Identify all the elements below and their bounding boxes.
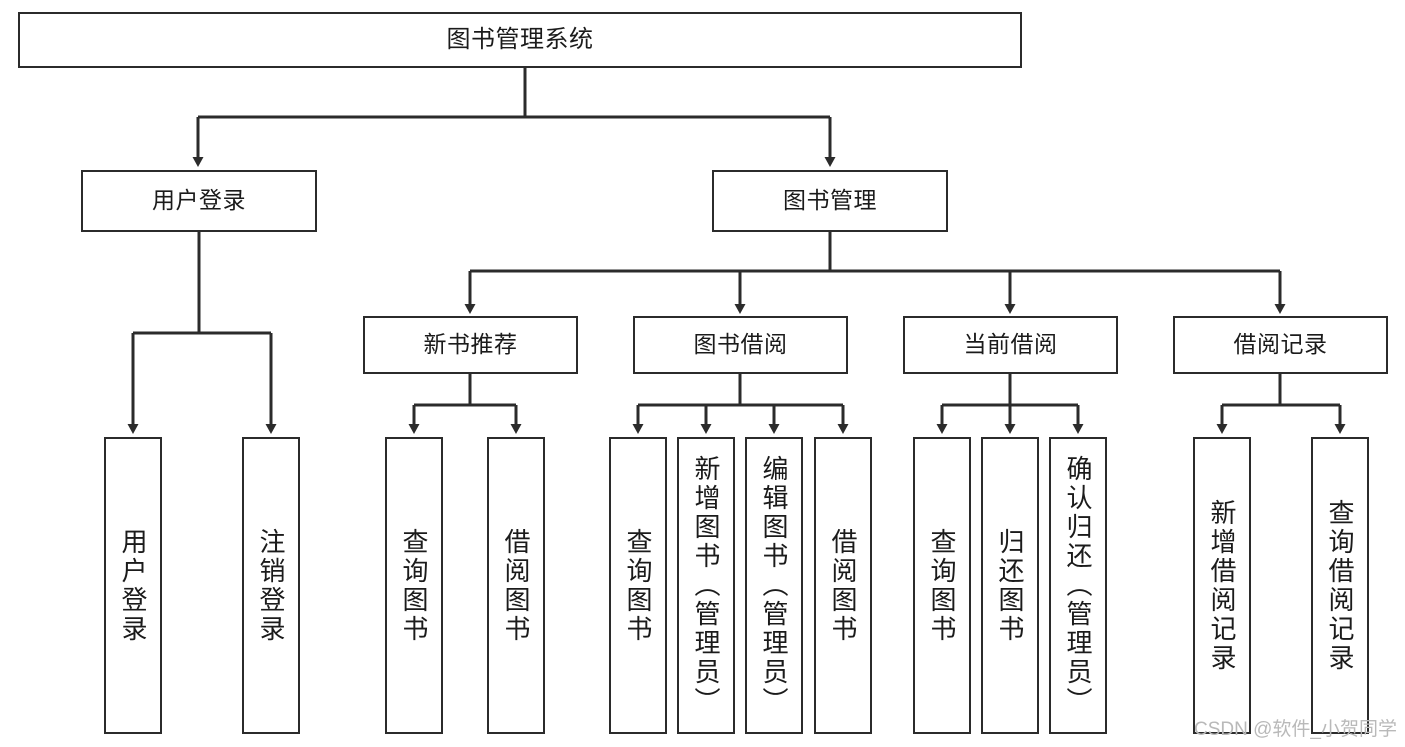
- leaf-query-borrow-record[interactable]: 查询借阅记录: [1311, 437, 1369, 734]
- node-label: 查询借阅记录: [1325, 498, 1355, 673]
- node-borrowing-record[interactable]: 借阅记录: [1173, 316, 1388, 374]
- node-label: 新书推荐: [423, 331, 518, 358]
- node-label: 新增图书（管理员）: [691, 455, 721, 716]
- node-root-book-management-system[interactable]: 图书管理系统: [18, 12, 1022, 68]
- node-label: 图书管理: [783, 187, 877, 214]
- leaf-return-book[interactable]: 归还图书: [981, 437, 1039, 734]
- node-label: 确认归还（管理员）: [1063, 455, 1093, 716]
- node-label: 图书借阅: [693, 331, 788, 358]
- node-label: 编辑图书（管理员）: [759, 455, 789, 716]
- watermark-text: CSDN @软件_小贺同学: [1194, 719, 1397, 740]
- node-label: 当前借阅: [963, 331, 1058, 358]
- node-label: 借阅图书: [501, 527, 531, 644]
- node-label: 查询图书: [399, 527, 429, 644]
- node-label: 图书管理系统: [446, 25, 594, 53]
- node-book-management[interactable]: 图书管理: [712, 170, 948, 232]
- leaf-add-book-admin[interactable]: 新增图书（管理员）: [677, 437, 735, 734]
- leaf-borrow-book-recommend[interactable]: 借阅图书: [487, 437, 545, 734]
- node-user-login[interactable]: 用户登录: [81, 170, 317, 232]
- leaf-confirm-return-admin[interactable]: 确认归还（管理员）: [1049, 437, 1107, 734]
- node-book-borrowing[interactable]: 图书借阅: [633, 316, 848, 374]
- node-label: 查询图书: [623, 527, 653, 644]
- leaf-query-book-current[interactable]: 查询图书: [913, 437, 971, 734]
- node-label: 用户登录: [118, 527, 148, 644]
- node-label: 新增借阅记录: [1207, 498, 1237, 673]
- node-label: 用户登录: [152, 187, 246, 214]
- leaf-user-login[interactable]: 用户登录: [104, 437, 162, 734]
- leaf-query-book-borrow[interactable]: 查询图书: [609, 437, 667, 734]
- node-new-book-recommendation[interactable]: 新书推荐: [363, 316, 578, 374]
- node-label: 借阅记录: [1233, 331, 1328, 358]
- node-label: 查询图书: [927, 527, 957, 644]
- leaf-logout[interactable]: 注销登录: [242, 437, 300, 734]
- node-label: 借阅图书: [828, 527, 858, 644]
- node-label: 注销登录: [256, 527, 286, 644]
- leaf-query-book-recommend[interactable]: 查询图书: [385, 437, 443, 734]
- leaf-edit-book-admin[interactable]: 编辑图书（管理员）: [745, 437, 803, 734]
- leaf-add-borrow-record[interactable]: 新增借阅记录: [1193, 437, 1251, 734]
- node-current-borrowing[interactable]: 当前借阅: [903, 316, 1118, 374]
- node-label: 归还图书: [995, 527, 1025, 644]
- leaf-borrow-book[interactable]: 借阅图书: [814, 437, 872, 734]
